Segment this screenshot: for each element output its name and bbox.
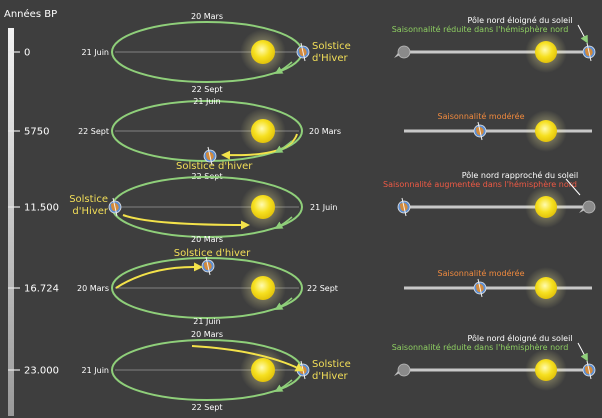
seasonality-label: Saisonnalité réduite dans l'hémisphère n… xyxy=(392,342,569,352)
panel-earth-far xyxy=(579,200,596,214)
orbit-earth-axis xyxy=(112,197,118,217)
orbit-earth xyxy=(201,256,215,276)
orbit-direction-arrow xyxy=(274,297,293,310)
year-label: 0 xyxy=(24,48,30,59)
row-3: 16.724 Solstice d'hiver 20 Mars 22 Sept 21 J… xyxy=(8,248,592,326)
pole-label: Pôle nord rapproché du soleil xyxy=(462,170,579,180)
seasonality-label: Saisonnalité modérée xyxy=(438,268,525,278)
panel-earth-far-disc xyxy=(397,363,411,377)
panel-earth-far-tail xyxy=(394,53,400,58)
orbit-earth xyxy=(203,146,217,166)
panel-earth-axis xyxy=(586,42,592,62)
orbit-sun xyxy=(251,40,275,64)
pole-label: Pôle nord éloigné du soleil xyxy=(467,333,572,343)
time-axis: Années BP xyxy=(4,8,57,416)
year-label: 16.724 xyxy=(24,284,59,295)
orbit-earth xyxy=(296,360,310,380)
panel-earth-far-tail xyxy=(579,208,585,213)
orbit-earth-axis xyxy=(300,42,306,62)
solstice-label: Solstice d'hiver xyxy=(176,161,253,172)
panel-sun xyxy=(535,359,557,381)
orbit-earth xyxy=(296,42,310,62)
orbit-direction-arrow xyxy=(274,140,293,153)
date-label-right: 22 Sept xyxy=(307,284,338,293)
panel-sun xyxy=(535,196,557,218)
date-label-bottom: 21 Juin xyxy=(193,317,220,326)
seasonality-label: Saisonnalité réduite dans l'hémisphère n… xyxy=(392,24,569,34)
precession-arrow xyxy=(122,214,250,230)
panel-earth-far-tail xyxy=(394,371,400,376)
panel-sun xyxy=(535,120,557,142)
pole-pointer xyxy=(577,342,588,362)
date-label-left: 21 Juin xyxy=(82,48,109,57)
date-label-left: 22 Sept xyxy=(78,127,109,136)
date-label-left: 20 Mars xyxy=(77,284,109,293)
orbit-sun xyxy=(251,276,275,300)
precession-arrow xyxy=(191,345,305,372)
seasonality-label: Saisonnalité modérée xyxy=(438,111,525,121)
date-label-bottom: 20 Mars xyxy=(191,235,223,244)
date-label-left: 21 Juin xyxy=(82,366,109,375)
year-label: 23.000 xyxy=(24,366,59,377)
panel-earth-far-disc xyxy=(397,45,411,59)
panel-earth xyxy=(397,197,411,217)
time-axis-bar xyxy=(8,28,14,416)
date-label-bottom: 22 Sept xyxy=(192,403,223,412)
panel-earth-far xyxy=(394,45,411,59)
pole-pointer xyxy=(577,24,588,44)
orbit-direction-arrow xyxy=(274,216,293,229)
orbit-earth xyxy=(108,197,122,217)
panel-sun xyxy=(535,277,557,299)
date-label-right: 20 Mars xyxy=(309,127,341,136)
orbit-direction-arrow xyxy=(274,379,293,392)
pole-label: Pôle nord éloigné du soleil xyxy=(467,15,572,25)
orbit-sun xyxy=(251,119,275,143)
year-label: 5750 xyxy=(24,127,49,138)
panel-earth-far-disc xyxy=(582,200,596,214)
panel-earth xyxy=(582,42,596,62)
panel-earth-axis xyxy=(477,121,483,141)
date-label-bottom: 22 Sept xyxy=(192,85,223,94)
panel-earth xyxy=(582,360,596,380)
date-label-top: 20 Mars xyxy=(191,12,223,21)
panel-earth xyxy=(473,121,487,141)
panel-earth-axis xyxy=(477,278,483,298)
orbit-earth-axis xyxy=(205,256,211,276)
axis-title: Années BP xyxy=(4,8,57,20)
date-label-right: 21 Juin xyxy=(310,203,337,212)
date-label-top: 20 Mars xyxy=(191,330,223,339)
panel-earth xyxy=(473,278,487,298)
panel-sun xyxy=(535,41,557,63)
orbit-sun xyxy=(251,358,275,382)
panel-earth-axis xyxy=(401,197,407,217)
panel-earth-axis xyxy=(586,360,592,380)
solstice-label: Solstice d'hiver xyxy=(174,248,251,259)
orbit-sun xyxy=(251,195,275,219)
year-label: 11.500 xyxy=(24,203,59,214)
orbit-earth-axis xyxy=(207,146,213,166)
panel-earth-far xyxy=(394,363,411,377)
precession-arrow xyxy=(115,262,203,289)
orbit-ellipse xyxy=(111,257,303,319)
pole-pointer xyxy=(565,178,581,196)
seasonality-label: Saisonnalité augmentée dans l'hémisphère… xyxy=(383,179,577,189)
orbit-direction-arrow xyxy=(274,61,293,74)
date-label-top: 21 Juin xyxy=(193,97,220,106)
